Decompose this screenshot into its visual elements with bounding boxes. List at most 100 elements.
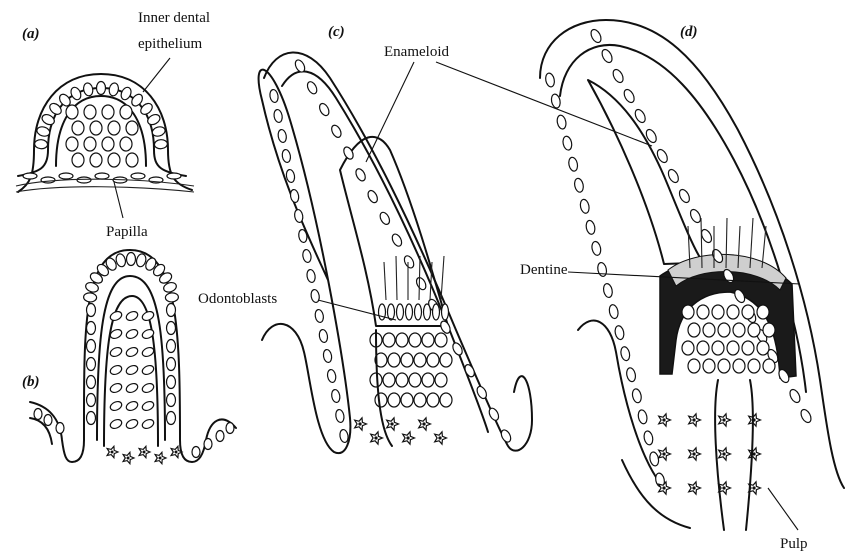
- epithelial-cell: [87, 394, 96, 407]
- pulp-cell: [375, 393, 387, 407]
- nucleus: [662, 418, 665, 421]
- papilla-cell: [109, 418, 123, 430]
- nucleus: [358, 422, 361, 425]
- panel-label-a: (a): [22, 26, 40, 42]
- epithelial-cell: [119, 86, 133, 102]
- basal-cell: [59, 173, 73, 179]
- epithelial-cell: [69, 86, 83, 102]
- epithelial-cell: [87, 358, 96, 371]
- panel-d-drawing: [540, 20, 844, 530]
- nucleus: [175, 451, 178, 454]
- epithelial-cell: [591, 241, 602, 256]
- pulp-cell: [712, 305, 724, 319]
- epithelial-cell: [330, 124, 343, 139]
- epithelial-cell: [579, 199, 590, 214]
- pulp-cell: [370, 373, 382, 387]
- epithelial-cell: [585, 220, 596, 235]
- odontoblast-cell: [397, 304, 404, 320]
- epithelial-cell: [87, 304, 96, 317]
- papilla-cell: [120, 105, 132, 119]
- epithelial-cell: [322, 349, 332, 363]
- label-dentine: Dentine: [520, 262, 568, 278]
- pulp-cell: [422, 373, 434, 387]
- epithelial-cell: [302, 249, 312, 263]
- papilla-cell: [109, 310, 123, 322]
- pulp-cell: [703, 359, 715, 373]
- epithelial-cell: [677, 188, 691, 204]
- pulp-cell: [688, 359, 700, 373]
- epithelial-cell: [556, 114, 567, 129]
- epithelial-cell: [354, 167, 367, 182]
- papilla-cell: [108, 153, 120, 167]
- epithelial-cell: [139, 101, 155, 116]
- nucleus: [692, 452, 695, 455]
- panel-label-c: (c): [328, 24, 345, 40]
- odontoblast-cell: [406, 304, 413, 320]
- pulp-cell: [748, 323, 760, 337]
- odontoblast-process: [762, 226, 766, 268]
- epithelial-cell: [637, 409, 648, 424]
- nucleus: [143, 451, 146, 454]
- odontoblast-cell: [442, 304, 449, 320]
- pulp-cell: [427, 393, 439, 407]
- papilla-cell: [125, 328, 139, 340]
- pulp-cell: [697, 341, 709, 355]
- label-pulp: Pulp: [780, 536, 808, 552]
- odontoblast-process: [441, 256, 444, 300]
- epithelial-cell: [788, 388, 802, 404]
- papilla-cell: [125, 346, 139, 358]
- epithelial-cell: [40, 113, 56, 127]
- epithelial-cell: [167, 358, 176, 371]
- epithelial-cell: [167, 376, 176, 389]
- odontoblast-process: [419, 256, 420, 300]
- pulp-cell: [763, 323, 775, 337]
- pulp-cell: [388, 353, 400, 367]
- epithelial-cell: [167, 322, 176, 335]
- epithelial-cell: [622, 88, 636, 104]
- pulp-cell: [396, 333, 408, 347]
- papilla-cell: [141, 364, 155, 376]
- epithelial-cell: [167, 412, 176, 425]
- epithelial-cell: [544, 72, 555, 87]
- epithelial-cell: [310, 289, 320, 303]
- pulp-cell: [733, 359, 745, 373]
- papilla-cell: [141, 418, 155, 430]
- pulp-cell: [414, 353, 426, 367]
- basal-cell: [95, 173, 109, 179]
- papilla-cell: [66, 105, 78, 119]
- epithelial-cell: [415, 276, 428, 291]
- epithelial-cell: [34, 139, 48, 149]
- papilla-cell: [109, 346, 123, 358]
- epithelial-cell: [625, 367, 636, 382]
- epithelial-cell: [83, 292, 97, 302]
- papilla-cell: [84, 137, 96, 151]
- basal-cell: [77, 177, 91, 183]
- epithelial-cell: [608, 304, 619, 319]
- odontoblast-process: [384, 262, 386, 300]
- label-inner-dental-epithelium-line1: Inner dental: [138, 10, 210, 26]
- pulp-cell: [727, 305, 739, 319]
- leader-pulp: [768, 488, 798, 530]
- epithelial-cell: [688, 208, 702, 224]
- pulp-cell: [388, 393, 400, 407]
- nucleus: [422, 422, 425, 425]
- epithelial-cell: [290, 189, 300, 203]
- papilla-cell: [125, 364, 139, 376]
- papilla-cell: [141, 382, 155, 394]
- epithelial-cell: [378, 211, 391, 226]
- pulp-cell: [383, 333, 395, 347]
- pulp-cell: [697, 305, 709, 319]
- nucleus: [752, 486, 755, 489]
- odontoblast-cell: [415, 304, 422, 320]
- epithelial-cell: [87, 322, 96, 335]
- epithelial-cell: [130, 92, 145, 108]
- papilla-cell: [120, 137, 132, 151]
- pulp-cell: [733, 323, 745, 337]
- epithelial-cell: [633, 108, 647, 124]
- pulp-cell: [401, 393, 413, 407]
- epithelial-cell: [127, 253, 136, 266]
- epithelial-cell: [327, 369, 337, 383]
- label-inner-dental-epithelium-line2: epithelium: [138, 36, 202, 52]
- pulp-cell: [435, 333, 447, 347]
- epithelial-cell: [192, 447, 200, 458]
